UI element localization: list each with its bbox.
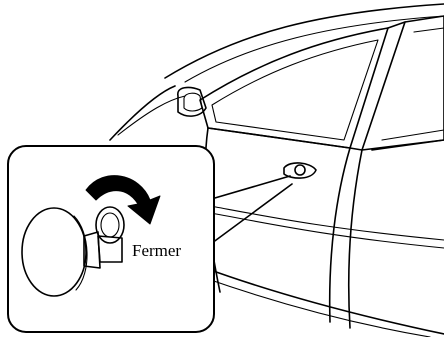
rear-door-front-edge xyxy=(349,150,362,328)
callout-pointer-line-top xyxy=(208,176,290,200)
roof-outer-line xyxy=(165,4,444,78)
callout-inset: Fermer xyxy=(8,146,214,332)
lock-direction-label: Fermer xyxy=(132,241,181,260)
hood-line-2 xyxy=(118,96,185,135)
mirror-glass xyxy=(184,93,202,111)
sill-line-2 xyxy=(205,278,430,337)
car-body xyxy=(110,4,444,140)
rear-door-belt xyxy=(362,140,444,150)
rear-door xyxy=(349,140,444,328)
roof-inner-line xyxy=(185,16,444,82)
callout-frame xyxy=(8,146,214,332)
rear-window xyxy=(350,16,444,150)
hood-line xyxy=(110,86,175,140)
sill-line-1 xyxy=(205,268,444,334)
window-glass xyxy=(212,40,378,140)
side-mirror xyxy=(178,88,206,117)
rear-window-frame xyxy=(372,16,444,150)
mirror-housing xyxy=(178,88,206,117)
callout-pointer xyxy=(208,176,292,246)
front-door xyxy=(205,128,444,337)
keyhole-icon xyxy=(295,165,305,175)
rear-window-glass xyxy=(382,28,444,140)
character-line-2 xyxy=(205,212,444,248)
